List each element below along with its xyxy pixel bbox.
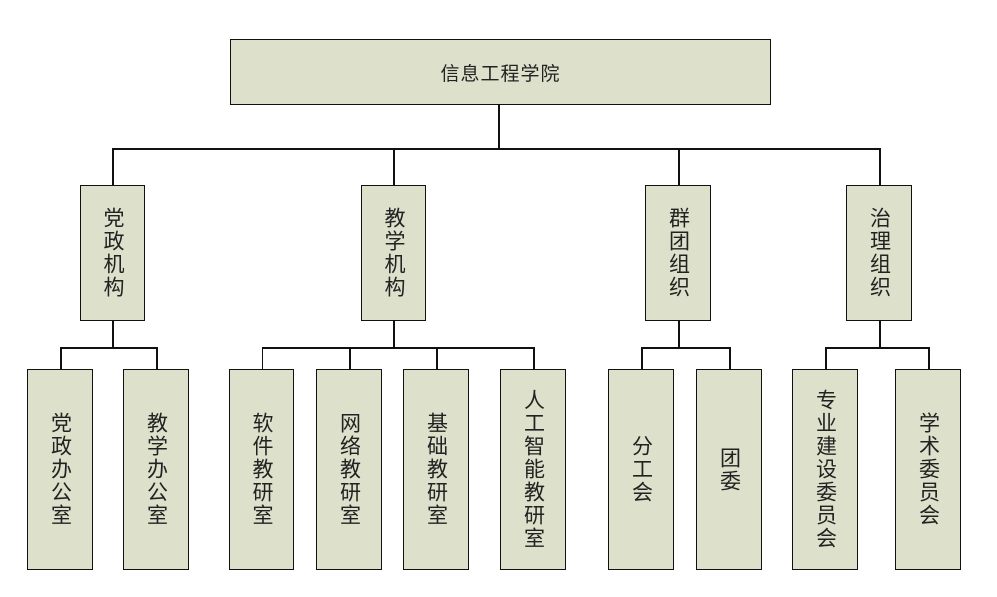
leaf-node-label: 分工会: [629, 435, 654, 504]
leaf-connector: [436, 347, 438, 369]
group-down-connector: [879, 321, 881, 347]
group-node-label: 党政机构: [101, 207, 125, 299]
leaf-node-label: 软件教研室: [250, 412, 274, 527]
group-node-label: 教学机构: [382, 207, 406, 299]
leaf-connector: [825, 347, 827, 369]
group-node: 群团组织: [645, 185, 711, 321]
leaf-connector: [641, 347, 643, 369]
leaf-bus: [60, 347, 158, 349]
leaf-connector: [349, 347, 351, 369]
group-connector: [879, 148, 881, 185]
leaf-node: 人工智能教研室: [500, 369, 566, 570]
group-node: 教学机构: [361, 185, 426, 321]
leaf-connector: [729, 347, 731, 369]
group-connector: [678, 148, 680, 185]
leaf-node-label: 团委: [717, 446, 742, 493]
leaf-connector: [533, 347, 535, 369]
leaf-connector: [261, 347, 263, 369]
leaf-node: 团委: [696, 369, 762, 570]
leaf-bus: [641, 347, 731, 349]
group-connector: [393, 148, 395, 185]
leaf-node: 教学办公室: [123, 369, 189, 570]
leaf-node-label: 网络教研室: [337, 412, 362, 527]
leaf-node: 网络教研室: [316, 369, 382, 570]
group-node-label: 群团组织: [666, 207, 691, 299]
group-down-connector: [678, 321, 680, 347]
leaf-node-label: 专业建设委员会: [813, 389, 838, 550]
leaf-node-label: 基础教研室: [424, 412, 449, 527]
group-down-connector: [393, 321, 395, 347]
leaf-node: 分工会: [608, 369, 674, 570]
root-connector: [498, 105, 500, 148]
leaf-node-label: 党政办公室: [48, 412, 73, 527]
leaf-node: 基础教研室: [403, 369, 469, 570]
group-node: 党政机构: [80, 185, 145, 321]
group-connector: [112, 148, 114, 185]
leaf-node-label: 学术委员会: [916, 412, 941, 527]
leaf-connector: [156, 347, 158, 369]
group-node: 治理组织: [846, 185, 912, 321]
leaf-bus: [825, 347, 930, 349]
leaf-node-label: 教学办公室: [144, 412, 169, 527]
leaf-node: 软件教研室: [229, 369, 294, 570]
leaf-node: 专业建设委员会: [792, 369, 858, 570]
leaf-node-label: 人工智能教研室: [521, 389, 546, 550]
leaf-bus: [261, 347, 535, 349]
root-node-label: 信息工程学院: [440, 62, 561, 85]
leaf-connector: [60, 347, 62, 369]
group-node-label: 治理组织: [867, 207, 892, 299]
group-bus: [112, 148, 881, 150]
group-down-connector: [112, 321, 114, 347]
leaf-node: 党政办公室: [27, 369, 93, 570]
leaf-connector: [928, 347, 930, 369]
leaf-node: 学术委员会: [895, 369, 961, 570]
root-node: 信息工程学院: [230, 39, 771, 105]
